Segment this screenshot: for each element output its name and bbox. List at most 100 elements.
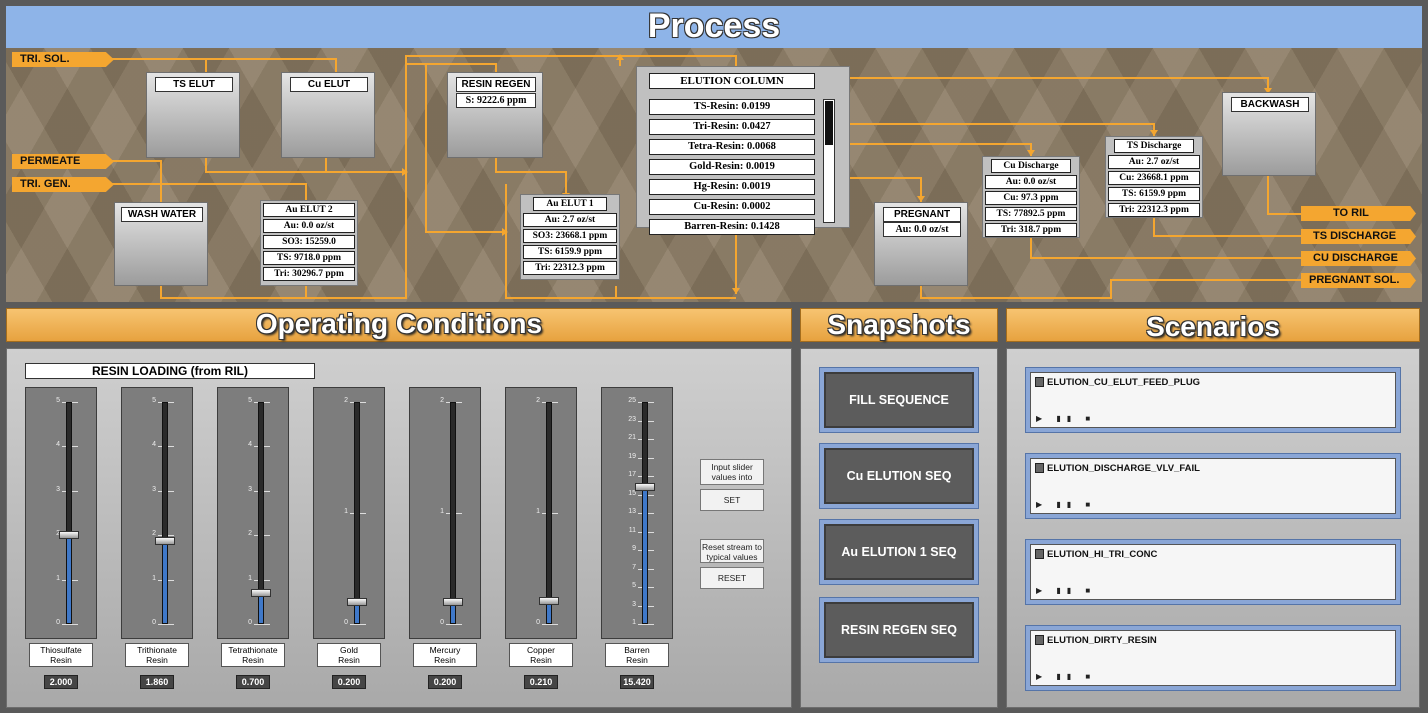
reset-button[interactable]: RESET bbox=[700, 567, 764, 589]
scenario-item[interactable]: ELUTION_CU_ELUT_FEED_PLUG ▶ ▮▮ ■ bbox=[1025, 367, 1401, 433]
reading-au: Au: 2.7 oz/st bbox=[1108, 155, 1200, 169]
slider-tick bbox=[542, 624, 558, 625]
vessel-wash-water[interactable]: WASH WATER bbox=[114, 202, 208, 286]
scenario-playback-controls[interactable]: ▶ ▮▮ ■ bbox=[1036, 414, 1097, 423]
scenario-item[interactable]: ELUTION_HI_TRI_CONC▶ ▮▮ ■ bbox=[1025, 539, 1401, 605]
scenarios-panel: ELUTION_CU_ELUT_FEED_PLUG▶ ▮▮ ■ELUTION_D… bbox=[1006, 348, 1420, 708]
snapshot-cu-elution-seq-button[interactable]: Cu ELUTION SEQ bbox=[819, 443, 979, 509]
vessel-pregnant[interactable]: PREGNANT Au: 0.0 oz/st bbox=[874, 202, 968, 286]
vessel-au-elut1[interactable]: Au ELUT 1 Au: 2.7 oz/st SO3: 23668.1 ppm… bbox=[520, 194, 620, 280]
slider-tick-label: 4 bbox=[152, 441, 156, 449]
slider-mercury[interactable]: 2 1 0 bbox=[409, 387, 481, 639]
scenario-title: ELUTION_CU_ELUT_FEED_PLUG bbox=[1047, 377, 1201, 388]
vessel-cu-elut[interactable]: Cu ELUT bbox=[281, 72, 375, 158]
slider-track[interactable] bbox=[354, 402, 360, 624]
vessel-label: TS Discharge bbox=[1114, 139, 1194, 153]
slider-label-line1: Barren bbox=[624, 645, 650, 655]
slider-tick-label: 2 bbox=[440, 397, 444, 404]
slider-tick-label: 2 bbox=[536, 397, 540, 404]
slider-tick bbox=[62, 624, 78, 625]
snapshot-resin-regen-seq-button[interactable]: RESIN REGEN SEQ bbox=[819, 597, 979, 663]
slider-track[interactable] bbox=[258, 402, 264, 624]
reading-tri: Tri: 30296.7 ppm bbox=[263, 267, 355, 281]
slider-thumb[interactable] bbox=[539, 596, 559, 605]
vessel-backwash[interactable]: BACKWASH bbox=[1222, 92, 1316, 176]
slider-fill bbox=[355, 601, 359, 623]
elution-reading: TS-Resin: 0.0199 bbox=[649, 99, 815, 115]
slider-tick-label: 0 bbox=[440, 619, 444, 626]
elution-reading: Tetra-Resin: 0.0068 bbox=[649, 139, 815, 155]
slider-value-thiosulfate: 2.000 bbox=[44, 675, 78, 689]
slider-track[interactable] bbox=[66, 402, 72, 624]
slider-label-line1: Tetrathionate bbox=[228, 645, 278, 655]
elution-reading: Barren-Resin: 0.1428 bbox=[649, 219, 815, 235]
slider-thumb[interactable] bbox=[635, 483, 655, 492]
vessel-cu-discharge[interactable]: Cu Discharge Au: 0.0 oz/st Cu: 97.3 ppm … bbox=[982, 156, 1080, 238]
slider-tick bbox=[350, 624, 366, 625]
scrollbar-thumb[interactable] bbox=[825, 101, 833, 145]
elution-reading: Tri-Resin: 0.0427 bbox=[649, 119, 815, 135]
scenario-item[interactable]: ELUTION_DISCHARGE_VLV_FAIL ▶ ▮▮ ■ bbox=[1025, 453, 1401, 519]
slider-track[interactable] bbox=[642, 402, 648, 624]
vessel-resin-regen[interactable]: RESIN REGEN S: 9222.6 ppm bbox=[447, 72, 543, 158]
scenario-icon bbox=[1035, 377, 1044, 387]
slider-thumb[interactable] bbox=[155, 537, 175, 546]
slider-tick bbox=[158, 624, 174, 625]
set-button[interactable]: SET bbox=[700, 489, 764, 511]
vessel-label: Au ELUT 1 bbox=[533, 197, 607, 211]
slider-tick-label: 3 bbox=[248, 485, 252, 493]
snapshot-au-elution-1-seq-button[interactable]: Au ELUTION 1 SEQ bbox=[819, 519, 979, 585]
vessel-ts-discharge[interactable]: TS Discharge Au: 2.7 oz/st Cu: 23668.1 p… bbox=[1105, 136, 1203, 218]
slider-tick-label: 7 bbox=[632, 563, 636, 571]
vessel-ts-elut[interactable]: TS ELUT bbox=[146, 72, 240, 158]
scenario-title: ELUTION_DISCHARGE_VLV_FAIL bbox=[1047, 463, 1200, 474]
slider-tick-label: 1 bbox=[440, 508, 444, 515]
slider-thumb[interactable] bbox=[347, 597, 367, 606]
scenario-card: ELUTION_HI_TRI_CONC▶ ▮▮ ■ bbox=[1030, 544, 1396, 600]
slider-track[interactable] bbox=[162, 402, 168, 624]
slider-tick-label: 19 bbox=[628, 452, 636, 460]
tag-to-ril: TO RIL bbox=[1301, 206, 1416, 221]
slider-tick-label: 5 bbox=[632, 582, 636, 589]
slider-track[interactable] bbox=[546, 402, 552, 624]
scrollbar[interactable] bbox=[823, 99, 835, 223]
slider-tick-label: 2 bbox=[344, 397, 348, 404]
slider-thumb[interactable] bbox=[251, 588, 271, 597]
slider-tick-label: 23 bbox=[628, 415, 636, 423]
snapshot-fill-sequence-button[interactable]: FILL SEQUENCE bbox=[819, 367, 979, 433]
slider-track[interactable] bbox=[450, 402, 456, 624]
slider-tick-label: 1 bbox=[56, 574, 60, 582]
slider-label-line2: Resin bbox=[242, 655, 264, 665]
slider-label-line2: Resin bbox=[50, 655, 72, 665]
scenario-playback-controls[interactable]: ▶ ▮▮ ■ bbox=[1036, 586, 1097, 595]
scenario-icon bbox=[1035, 463, 1044, 473]
vessel-au-elut2[interactable]: Au ELUT 2 Au: 0.0 oz/st SO3: 15259.0 TS:… bbox=[260, 200, 358, 286]
slider-tick-label: 1 bbox=[344, 508, 348, 515]
operating-conditions-header: Operating Conditions bbox=[6, 308, 792, 342]
slider-tick-label: 17 bbox=[628, 471, 636, 478]
scenario-item[interactable]: ELUTION_DIRTY_RESIN▶ ▮▮ ■ bbox=[1025, 625, 1401, 691]
slider-label-line2: Resin bbox=[146, 655, 168, 665]
scenario-playback-controls[interactable]: ▶ ▮▮ ■ bbox=[1036, 500, 1097, 509]
reading-au: Au: 0.0 oz/st bbox=[883, 222, 961, 237]
scenario-playback-controls[interactable]: ▶ ▮▮ ■ bbox=[1036, 672, 1097, 681]
slider-value-trithionate: 1.860 bbox=[140, 675, 174, 689]
pipe-network bbox=[112, 54, 1301, 299]
slider-tick-label: 4 bbox=[248, 441, 252, 449]
slider-thumb[interactable] bbox=[443, 597, 463, 606]
slider-label-line2: Resin bbox=[530, 655, 552, 665]
slider-tick bbox=[254, 624, 270, 625]
resin-loading-title: RESIN LOADING (from RIL) bbox=[25, 363, 315, 379]
vessel-label: WASH WATER bbox=[121, 207, 203, 222]
slider-thumb[interactable] bbox=[59, 531, 79, 540]
vessel-label: RESIN REGEN bbox=[456, 77, 536, 92]
